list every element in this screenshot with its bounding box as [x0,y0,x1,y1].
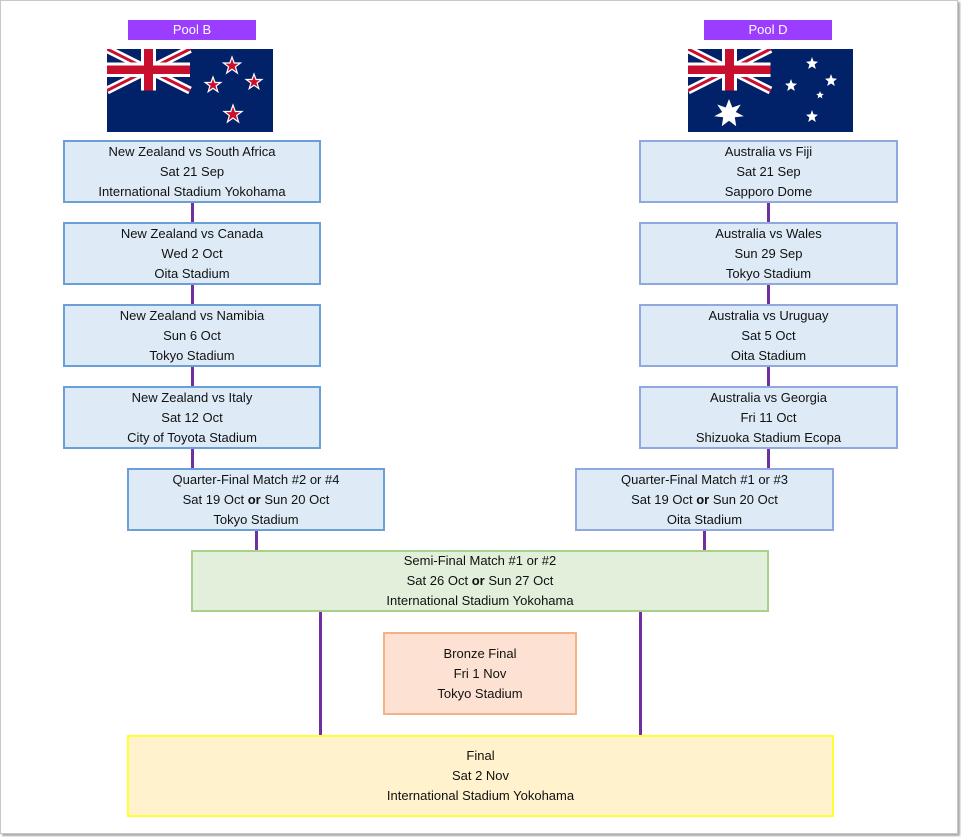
quarter-final-box-left: Quarter-Final Match #2 or #4 Sat 19 Oct … [127,468,385,531]
quarter-final-box-right: Quarter-Final Match #1 or #3 Sat 19 Oct … [575,468,834,531]
connector-line [319,611,322,736]
match-teams: Australia vs Georgia [709,389,828,405]
match-date: Sun 6 Oct [163,327,221,343]
or-word: or [471,573,485,588]
quarter-final-venue: Tokyo Stadium [213,511,299,527]
quarter-final-title: Quarter-Final Match #1 or #3 [621,471,788,487]
date-option: Sat 19 Oct [631,491,693,507]
match-teams: Australia vs Wales [715,225,822,241]
match-teams: New Zealand vs South Africa [108,143,276,159]
bronze-final-box: Bronze Final Fri 1 Nov Tokyo Stadium [383,632,577,715]
semi-final-date: Sat 26 Oct or Sun 27 Oct [407,571,554,591]
match-date: Wed 2 Oct [161,245,223,261]
match-teams: New Zealand vs Namibia [119,307,265,323]
new-zealand-flag-icon [107,49,273,132]
date-option: Sun 20 Oct [712,491,778,507]
match-date: Sat 21 Sep [159,163,225,179]
match-teams: New Zealand vs Canada [120,225,264,241]
connector-line [255,530,258,551]
match-box: Australia vs Fiji Sat 21 Sep Sapporo Dom… [639,140,898,203]
match-box: New Zealand vs Canada Wed 2 Oct Oita Sta… [63,222,321,285]
or-word: or [696,491,710,507]
date-option: Sun 20 Oct [264,491,330,507]
australia-flag-icon [688,49,853,132]
date-option: Sun 27 Oct [488,573,554,588]
match-date: Sun 29 Sep [734,245,803,261]
match-venue: Oita Stadium [154,265,230,281]
pool-b-label: Pool B [128,20,256,40]
or-word: or [247,491,261,507]
semi-final-title: Semi-Final Match #1 or #2 [403,553,557,568]
match-date: Sat 5 Oct [741,327,796,343]
match-box: Australia vs Georgia Fri 11 Oct Shizuoka… [639,386,898,449]
final-date: Sat 2 Nov [451,768,510,783]
connector-line [767,202,770,223]
match-box: New Zealand vs South Africa Sat 21 Sep I… [63,140,321,203]
bronze-final-venue: Tokyo Stadium [437,685,523,701]
connector-line [191,366,194,387]
final-box: Final Sat 2 Nov International Stadium Yo… [127,735,834,817]
final-venue: International Stadium Yokohama [386,788,575,803]
pool-d-label: Pool D [704,20,832,40]
match-teams: Australia vs Uruguay [708,307,829,323]
quarter-final-venue: Oita Stadium [666,511,743,527]
match-venue: Tokyo Stadium [725,265,812,281]
date-option: Sat 26 Oct [406,573,469,588]
match-box: New Zealand vs Italy Sat 12 Oct City of … [63,386,321,449]
semi-final-venue: International Stadium Yokohama [386,593,574,608]
match-venue: Oita Stadium [730,347,807,363]
date-option: Sat 19 Oct [182,491,245,507]
match-teams: Australia vs Fiji [724,143,813,159]
quarter-final-title: Quarter-Final Match #2 or #4 [172,471,340,487]
bronze-final-title: Bronze Final [443,645,517,661]
connector-line [191,202,194,223]
match-teams: New Zealand vs Italy [131,389,253,405]
connector-line [767,366,770,387]
quarter-final-date: Sat 19 Oct or Sun 20 Oct [183,490,330,510]
connector-line [191,448,194,469]
connector-line [767,448,770,469]
final-title: Final [466,748,495,763]
match-venue: International Stadium Yokohama [98,183,286,199]
match-box: Australia vs Wales Sun 29 Sep Tokyo Stad… [639,222,898,285]
match-venue: City of Toyota Stadium [127,429,257,445]
connector-line [191,284,194,305]
match-date: Sat 12 Oct [161,409,223,425]
match-venue: Sapporo Dome [724,183,813,199]
semi-final-box: Semi-Final Match #1 or #2 Sat 26 Oct or … [191,550,769,612]
connector-line [639,611,642,736]
bronze-final-date: Fri 1 Nov [453,665,507,681]
match-venue: Tokyo Stadium [149,347,235,363]
match-box: Australia vs Uruguay Sat 5 Oct Oita Stad… [639,304,898,367]
match-venue: Shizuoka Stadium Ecopa [695,429,842,445]
quarter-final-date: Sat 19 Oct or Sun 20 Oct [631,490,778,510]
match-date: Fri 11 Oct [740,409,797,425]
connector-line [703,530,706,551]
match-box: New Zealand vs Namibia Sun 6 Oct Tokyo S… [63,304,321,367]
connector-line [767,284,770,305]
match-date: Sat 21 Sep [736,163,801,179]
